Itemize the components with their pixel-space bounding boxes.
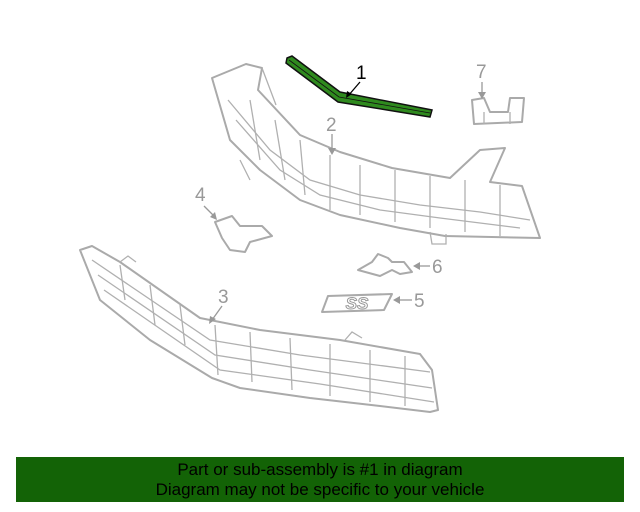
svg-text:4: 4 <box>195 185 206 206</box>
svg-text:6: 6 <box>432 257 443 278</box>
parts-diagram: SS 1 2 3 4 5 6 7 <box>79 55 541 413</box>
svg-text:7: 7 <box>476 62 487 83</box>
part-info-banner: Part or sub-assembly is #1 in diagram Di… <box>16 457 624 502</box>
part-1-grille-molding[interactable] <box>285 55 433 118</box>
callout-6: 6 <box>413 257 443 278</box>
callout-5: 5 <box>393 291 425 312</box>
callout-4: 4 <box>195 185 217 220</box>
banner-line-part: Part or sub-assembly is #1 in diagram <box>177 460 463 479</box>
callout-2: 2 <box>326 115 337 155</box>
part-3-lower-grille[interactable] <box>79 245 439 413</box>
callout-1: 1 <box>346 63 367 98</box>
svg-text:5: 5 <box>414 291 425 312</box>
ss-emblem-text: SS <box>346 294 369 313</box>
callout-3: 3 <box>209 287 229 324</box>
callout-7: 7 <box>476 62 487 99</box>
part-7-bracket[interactable] <box>471 97 525 125</box>
part-4-emblem[interactable] <box>214 215 273 253</box>
svg-text:3: 3 <box>218 287 229 308</box>
svg-text:2: 2 <box>326 115 337 136</box>
part-2-grille-frame[interactable] <box>211 63 541 245</box>
banner-line-disclaimer: Diagram may not be specific to your vehi… <box>155 480 485 499</box>
part-5-ss-emblem[interactable]: SS <box>321 293 393 314</box>
svg-text:1: 1 <box>356 63 367 84</box>
part-6-bracket[interactable] <box>357 253 413 277</box>
